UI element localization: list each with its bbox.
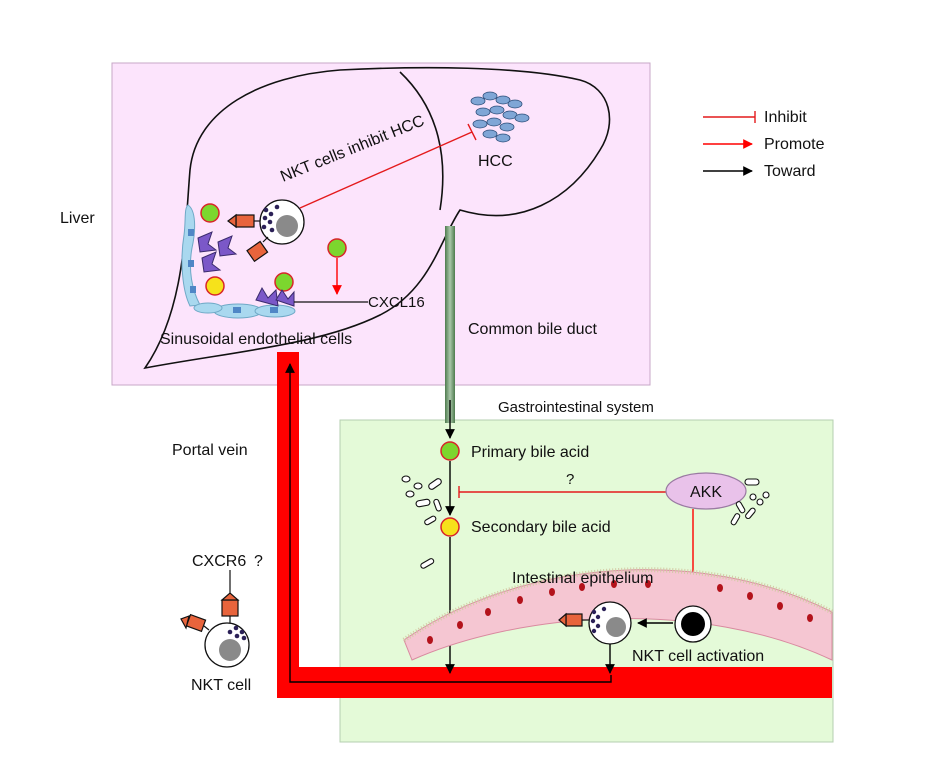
legend-inhibit-label: Inhibit (764, 109, 807, 126)
common-bile-duct-label: Common bile duct (468, 321, 598, 338)
liver-nkt-cell (259, 199, 305, 245)
question-mark-label: ? (566, 471, 574, 488)
cxcl16-ligands (197, 231, 295, 307)
liver-bile-acid-1 (200, 203, 220, 223)
legend-inhibit-symbol (703, 111, 756, 123)
hcc-cluster (470, 91, 530, 143)
activating-nkt-cell (674, 605, 712, 643)
nkt-activation-label: NKT cell activation (632, 648, 764, 665)
liver-panel (111, 62, 651, 386)
liver-label: Liver (60, 210, 95, 227)
nkt-cell-label: NKT cell (191, 677, 251, 694)
bacteria-right (730, 478, 770, 526)
circulating-nkt-receptor-left (180, 613, 210, 633)
gi-system-label: Gastrointestinal system (498, 399, 654, 416)
secondary-bile-acid-label: Secondary bile acid (471, 519, 611, 536)
cxcr6-question: ? (254, 553, 263, 570)
liver-bile-acid-2 (205, 276, 225, 296)
liver-nkt-receptor-top (227, 213, 260, 229)
legend-promote-label: Promote (764, 136, 825, 153)
akk-label: AKK (690, 484, 722, 501)
liver-bile-acid-3 (274, 272, 294, 292)
gi-nkt-receptor (558, 612, 589, 628)
portal-vein-flow (285, 363, 612, 683)
common-bile-duct (445, 226, 455, 423)
cxcl16-label: CXCL16 (368, 294, 425, 311)
gi-nkt-cell (588, 601, 632, 645)
circulating-nkt-receptor-top (220, 592, 240, 623)
liver-nkt-receptor-bottom (246, 236, 269, 263)
intestinal-epithelium-label: Intestinal epithelium (512, 570, 653, 587)
portal-vein (277, 352, 832, 698)
liver-outline (143, 66, 611, 370)
circulating-nkt-cell (204, 622, 250, 668)
inhibit-nkt-hcc (299, 123, 477, 209)
legend: Inhibit Promote Toward (703, 109, 825, 180)
hcc-label: HCC (478, 153, 513, 170)
primary-bile-acid-marker (440, 441, 460, 461)
liver-bile-acid-4 (327, 238, 347, 258)
inhibit-akk-conversion (458, 486, 666, 498)
legend-toward-label: Toward (764, 163, 816, 180)
cxcr6-label: CXCR6 (192, 553, 246, 570)
portal-vein-label: Portal vein (172, 442, 248, 459)
secondary-bile-acid-marker (440, 517, 460, 537)
primary-bile-acid-label: Primary bile acid (471, 444, 589, 461)
sinusoidal-endothelium (181, 204, 296, 319)
sinusoidal-label: Sinusoidal endothelial cells (160, 331, 352, 348)
akk-bacterium (665, 472, 747, 510)
bacteria-left (401, 475, 442, 569)
